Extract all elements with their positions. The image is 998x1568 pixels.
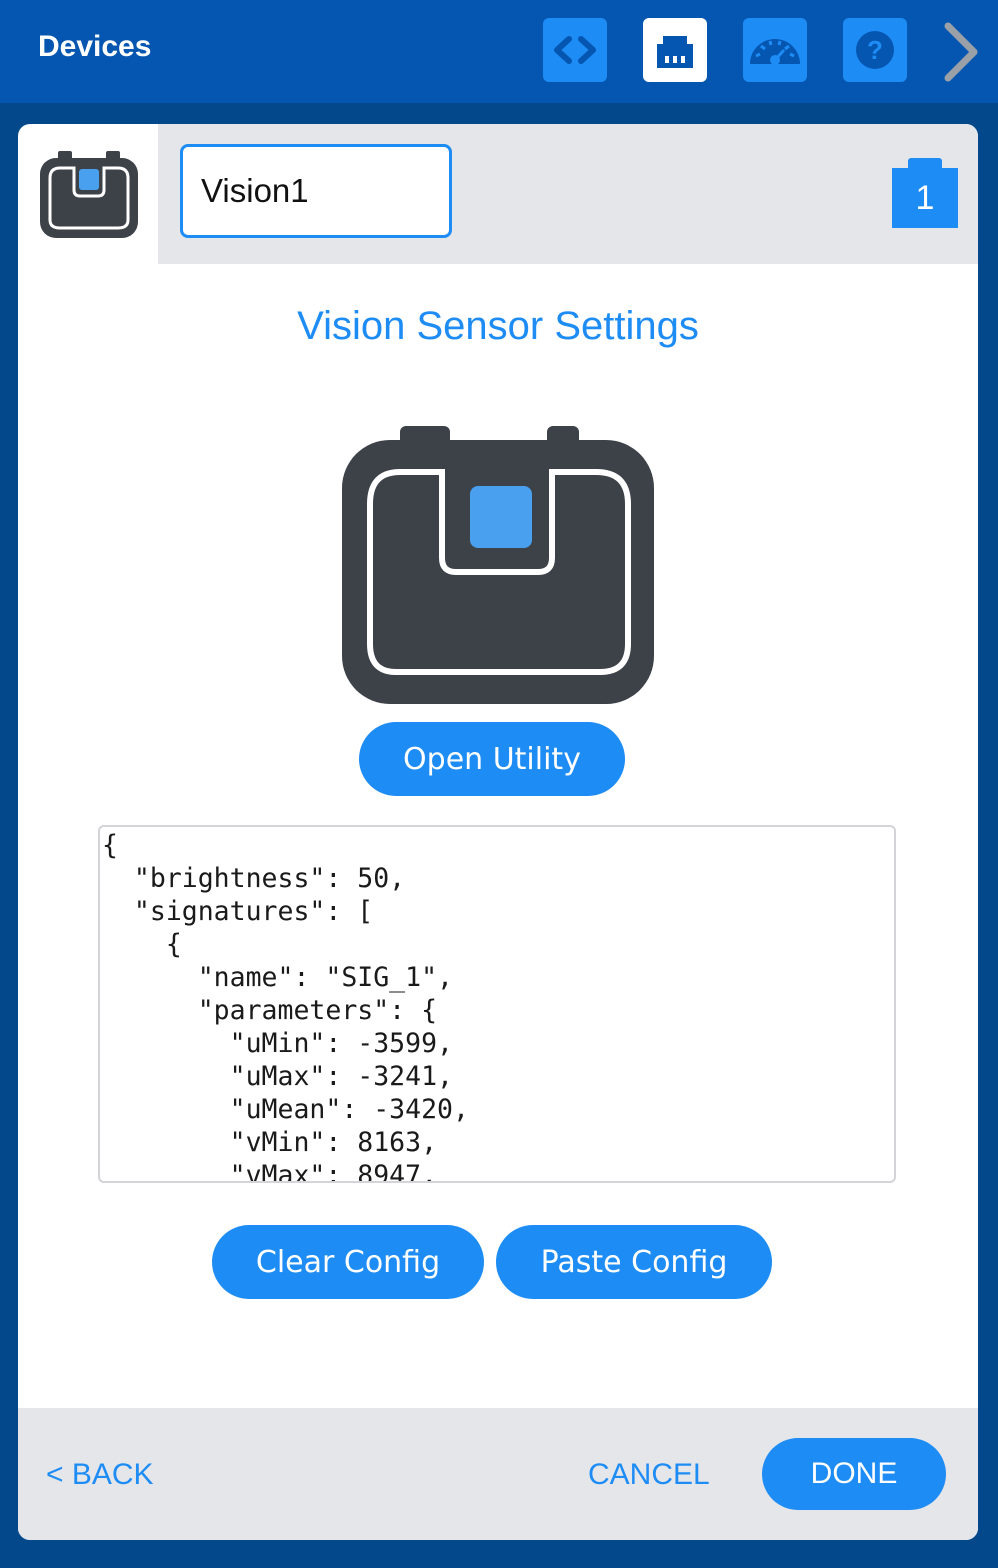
chevron-right-icon[interactable] xyxy=(938,20,988,84)
done-button[interactable]: DONE xyxy=(762,1438,946,1510)
paste-config-button[interactable]: Paste Config xyxy=(496,1225,772,1299)
open-utility-button[interactable]: Open Utility xyxy=(359,722,625,796)
code-icon xyxy=(554,36,596,64)
settings-title: Vision Sensor Settings xyxy=(297,304,699,348)
devices-icon xyxy=(657,36,693,68)
top-bar: Devices xyxy=(0,0,998,103)
config-text: { "brightness": 50, "signatures": [ { "n… xyxy=(102,830,469,1183)
port-number: 1 xyxy=(892,168,958,228)
device-name-input[interactable] xyxy=(180,144,452,238)
vision-sensor-large-icon xyxy=(342,426,654,704)
help-button[interactable]: ? xyxy=(843,18,907,82)
footer-bar: < BACK CANCEL DONE xyxy=(18,1408,978,1540)
page-title: Devices xyxy=(38,30,152,63)
svg-text:?: ? xyxy=(867,35,883,65)
code-view-button[interactable] xyxy=(543,18,607,82)
back-button[interactable]: < BACK xyxy=(46,1458,154,1491)
help-icon: ? xyxy=(856,31,894,69)
port-badge[interactable]: 1 xyxy=(892,158,958,228)
dashboard-icon xyxy=(750,39,800,65)
device-settings-panel: 1 Vision Sensor Settings Open Utility { … xyxy=(18,124,978,1540)
config-textarea[interactable]: { "brightness": 50, "signatures": [ { "n… xyxy=(98,825,896,1183)
dashboard-button[interactable] xyxy=(743,18,807,82)
cancel-button[interactable]: CANCEL xyxy=(588,1458,710,1491)
devices-button[interactable] xyxy=(643,18,707,82)
clear-config-button[interactable]: Clear Config xyxy=(212,1225,484,1299)
vision-sensor-icon xyxy=(40,151,138,238)
